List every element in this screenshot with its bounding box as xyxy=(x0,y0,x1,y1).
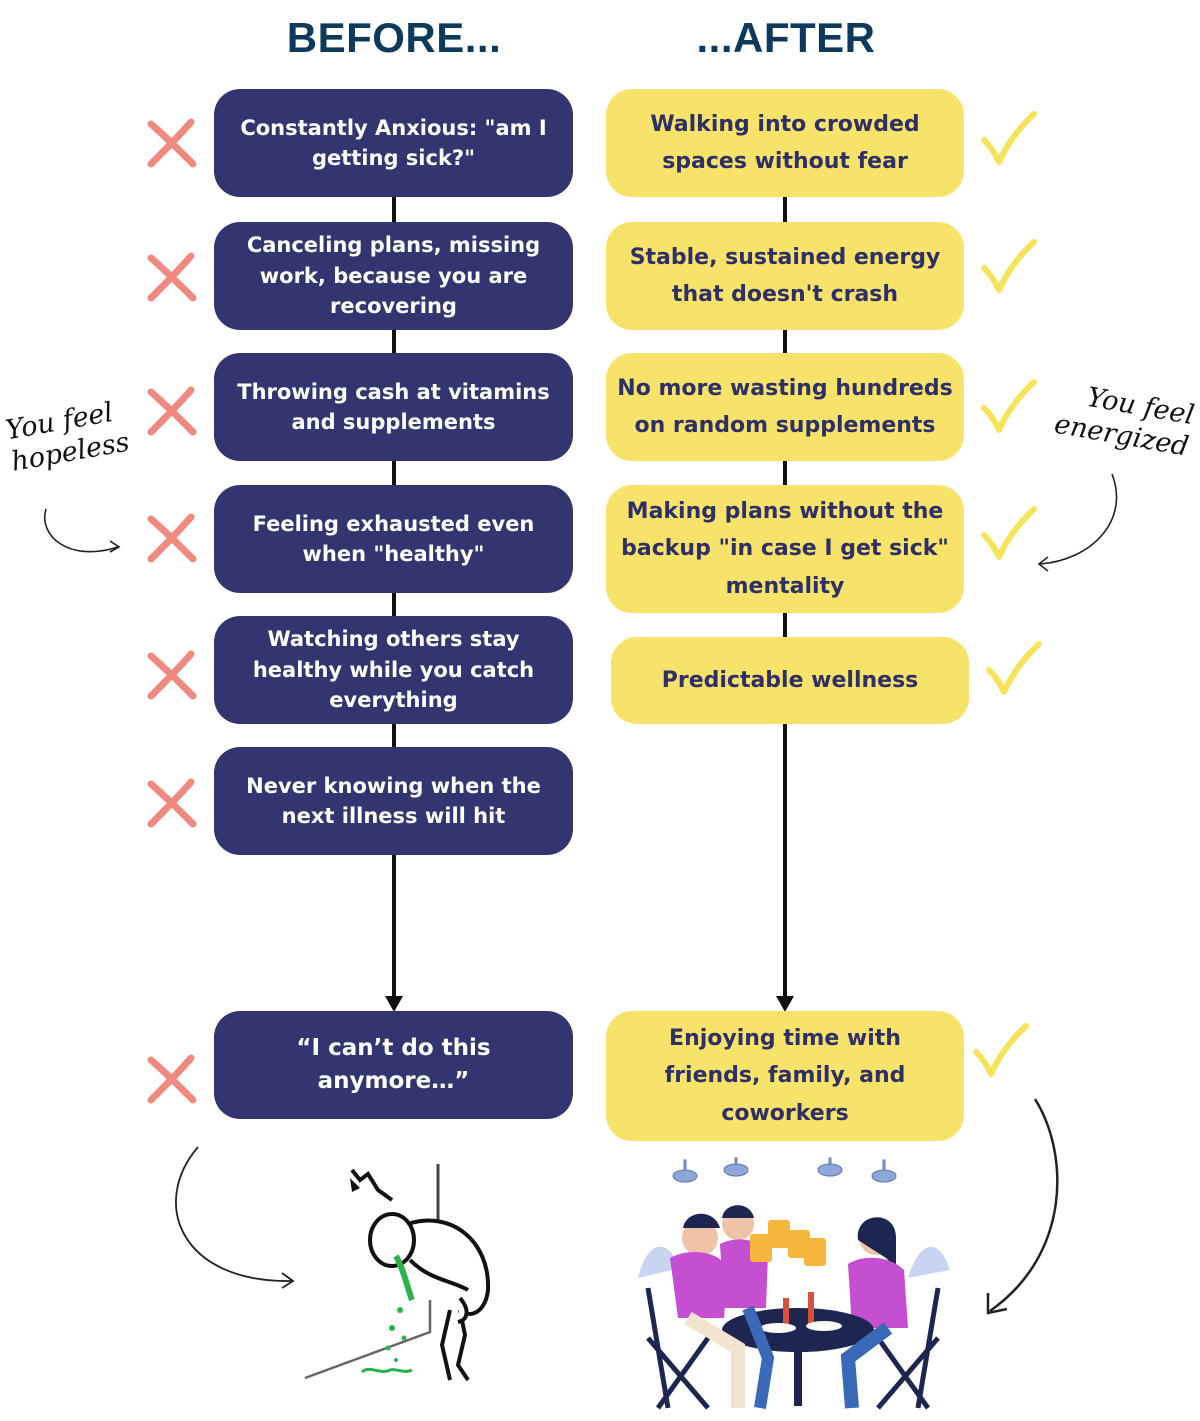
curved-arrow-icon xyxy=(986,1098,1059,1315)
cross-icon xyxy=(147,118,197,168)
before-connector-line xyxy=(392,196,396,998)
after-connector-arrowhead xyxy=(776,996,794,1012)
check-icon xyxy=(986,641,1042,695)
before-item-1: Constantly Anxious: "am I getting sick?" xyxy=(214,89,573,197)
before-connector-arrowhead xyxy=(385,996,403,1012)
check-icon xyxy=(981,506,1037,560)
note-you-feel-energized: You feel energized xyxy=(1051,381,1197,464)
before-item-2: Canceling plans, missing work, because y… xyxy=(214,222,573,330)
cross-icon xyxy=(147,650,197,700)
after-item-4: Making plans without the backup "in case… xyxy=(606,485,964,613)
after-item-3: No more wasting hundreds on random suppl… xyxy=(606,353,964,461)
after-item-1: Walking into crowded spaces without fear xyxy=(606,89,964,197)
sick-person-illustration xyxy=(304,1164,491,1382)
check-icon xyxy=(981,111,1037,165)
check-icon xyxy=(981,239,1037,293)
before-item-4: Feeling exhausted even when "healthy" xyxy=(214,485,573,593)
note-you-feel-hopeless: You feel hopeless xyxy=(3,396,132,479)
before-item-5: Watching others stay healthy while you c… xyxy=(214,616,573,724)
friends-toasting-illustration xyxy=(638,1157,950,1410)
after-item-final: Enjoying time with friends, family, and … xyxy=(606,1011,964,1141)
before-item-6: Never knowing when the next illness will… xyxy=(214,747,573,855)
curved-arrow-icon xyxy=(43,508,121,553)
before-item-final: “I can’t do this anymore…” xyxy=(214,1011,573,1119)
after-item-5: Predictable wellness xyxy=(611,637,969,724)
check-icon xyxy=(973,1023,1029,1077)
curved-arrow-icon xyxy=(175,1146,295,1289)
curved-arrow-icon xyxy=(1037,473,1118,572)
check-icon xyxy=(981,379,1037,433)
before-heading: BEFORE... xyxy=(286,14,502,61)
cross-icon xyxy=(147,1054,197,1104)
cross-icon xyxy=(147,386,197,436)
cross-icon xyxy=(147,252,197,302)
before-item-3: Throwing cash at vitamins and supplement… xyxy=(214,353,573,461)
cross-icon xyxy=(147,513,197,563)
after-item-2: Stable, sustained energy that doesn't cr… xyxy=(606,222,964,330)
cross-icon xyxy=(147,778,197,828)
after-heading: ...AFTER xyxy=(696,14,876,61)
